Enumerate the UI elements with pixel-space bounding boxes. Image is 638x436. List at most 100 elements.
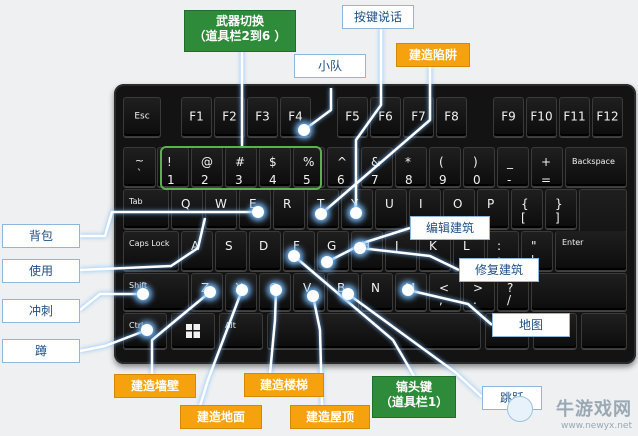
key-label: F <box>293 239 300 253</box>
weapon-switch-label: 武器切换 （道具栏2到6 ） <box>184 10 296 52</box>
key-label: F4 <box>288 109 303 124</box>
key-a: A <box>181 231 213 271</box>
key-label: Caps Lock <box>129 239 170 248</box>
key-label-bottom: 5 <box>303 173 311 187</box>
build-trap-label: 建造陷阱 <box>396 43 470 67</box>
windows-icon <box>186 324 200 338</box>
glow-dot <box>137 288 149 300</box>
key-label-top: > <box>473 281 484 295</box>
key-label: F1 <box>189 109 204 124</box>
key-6: ^6 <box>327 147 359 187</box>
key-backspace: Backspace <box>565 147 627 187</box>
key-label-top: $ <box>269 155 277 169</box>
key-label-top: & <box>371 155 381 169</box>
key-label: A <box>191 239 200 253</box>
pickaxe-label-line1: 镐头键 <box>395 380 432 394</box>
key-label-bottom: 9 <box>439 173 447 187</box>
key-s: S <box>215 231 247 271</box>
glow-dot <box>298 124 310 136</box>
key-label-bottom: ] <box>555 211 560 225</box>
build-wall-label: 建造墙壁 <box>114 374 196 398</box>
build-floor-label: 建造地面 <box>180 405 262 429</box>
glow-dot <box>350 207 362 219</box>
key-label: U <box>385 197 394 211</box>
key-label: F11 <box>563 109 586 124</box>
key-f8: F8 <box>436 97 467 137</box>
crouch-label: 蹲 <box>2 339 80 363</box>
key-f12: F12 <box>592 97 623 137</box>
glow-dot <box>236 284 248 296</box>
key-label-top: ! <box>167 155 172 169</box>
key-label-bottom: / <box>507 293 512 307</box>
use-label: 使用 <box>2 259 80 283</box>
key-label: Q <box>181 197 191 211</box>
key-4: $4 <box>259 147 291 187</box>
key-f10: F10 <box>526 97 557 137</box>
key-label-bottom: 7 <box>371 173 379 187</box>
key-n: N <box>361 273 393 311</box>
weapon-switch-label-line1: 武器切换 <box>215 14 264 28</box>
key-9: (9 <box>429 147 461 187</box>
backpack-label: 背包 <box>2 224 80 248</box>
key-right-shift <box>531 273 627 311</box>
key-label-top: < <box>439 281 450 295</box>
key-label: R <box>283 197 292 211</box>
glow-dot <box>288 250 300 262</box>
key-1: !1 <box>157 147 189 187</box>
key-f5: F5 <box>337 97 368 137</box>
key-right-bracket: }] <box>545 189 577 229</box>
glow-dot <box>321 256 333 268</box>
glow-dot <box>342 288 354 300</box>
key-f7: F7 <box>403 97 434 137</box>
key-tab: Tab <box>123 189 169 229</box>
key-label-top: ( <box>439 155 444 169</box>
watermark: 牛游戏网 www.newyx.net <box>556 395 632 431</box>
key-windows <box>171 313 215 349</box>
push-to-talk-label: 按键说话 <box>342 5 414 29</box>
key-label: F2 <box>222 109 237 124</box>
key-minus: _- <box>497 147 529 187</box>
key-left-alt: Alt <box>219 313 263 349</box>
key-r: R <box>273 189 305 229</box>
key-f11: F11 <box>559 97 590 137</box>
key-label: F10 <box>530 109 553 124</box>
key-label: W <box>215 197 227 211</box>
key-f3: F3 <box>247 97 278 137</box>
key-label: Backspace <box>572 157 615 166</box>
key-label-bottom: = <box>541 173 552 187</box>
key-label: Alt <box>225 321 236 330</box>
pickaxe-label-line2: （道具栏1） <box>379 395 449 409</box>
watermark-url: www.newyx.net <box>560 421 632 431</box>
key-backtick: ~ ` <box>123 147 156 187</box>
key-label-bottom: . <box>473 293 477 307</box>
glow-dot <box>307 290 319 302</box>
key-label: O <box>453 197 463 211</box>
key-label-bottom: [ <box>521 211 526 225</box>
key-label: I <box>419 197 423 211</box>
key-label: G <box>327 239 337 253</box>
key-space <box>267 313 481 349</box>
key-label: F7 <box>411 109 426 124</box>
key-label-top: + <box>541 155 552 169</box>
key-label-top: # <box>235 155 246 169</box>
key-equals: += <box>531 147 563 187</box>
key-f6: F6 <box>370 97 401 137</box>
number-keys-highlight <box>160 146 322 190</box>
glow-dot <box>270 284 282 296</box>
key-label: F6 <box>378 109 393 124</box>
key-label: Enter <box>562 238 584 247</box>
key-label: Tab <box>129 197 143 206</box>
key-label-top: } <box>555 197 563 211</box>
key-label: F3 <box>255 109 270 124</box>
key-label: F12 <box>596 109 619 124</box>
pickaxe-label: 镐头键 （道具栏1） <box>372 376 456 418</box>
key-label: J <box>395 239 399 253</box>
key-f9: F9 <box>493 97 524 137</box>
key-label-bottom: 3 <box>235 173 243 187</box>
sprint-label: 冲刺 <box>2 299 80 323</box>
key-label-bottom: 4 <box>269 173 277 187</box>
key-label-top: " <box>531 239 537 253</box>
key-3: #3 <box>225 147 257 187</box>
key-label: S <box>225 239 233 253</box>
